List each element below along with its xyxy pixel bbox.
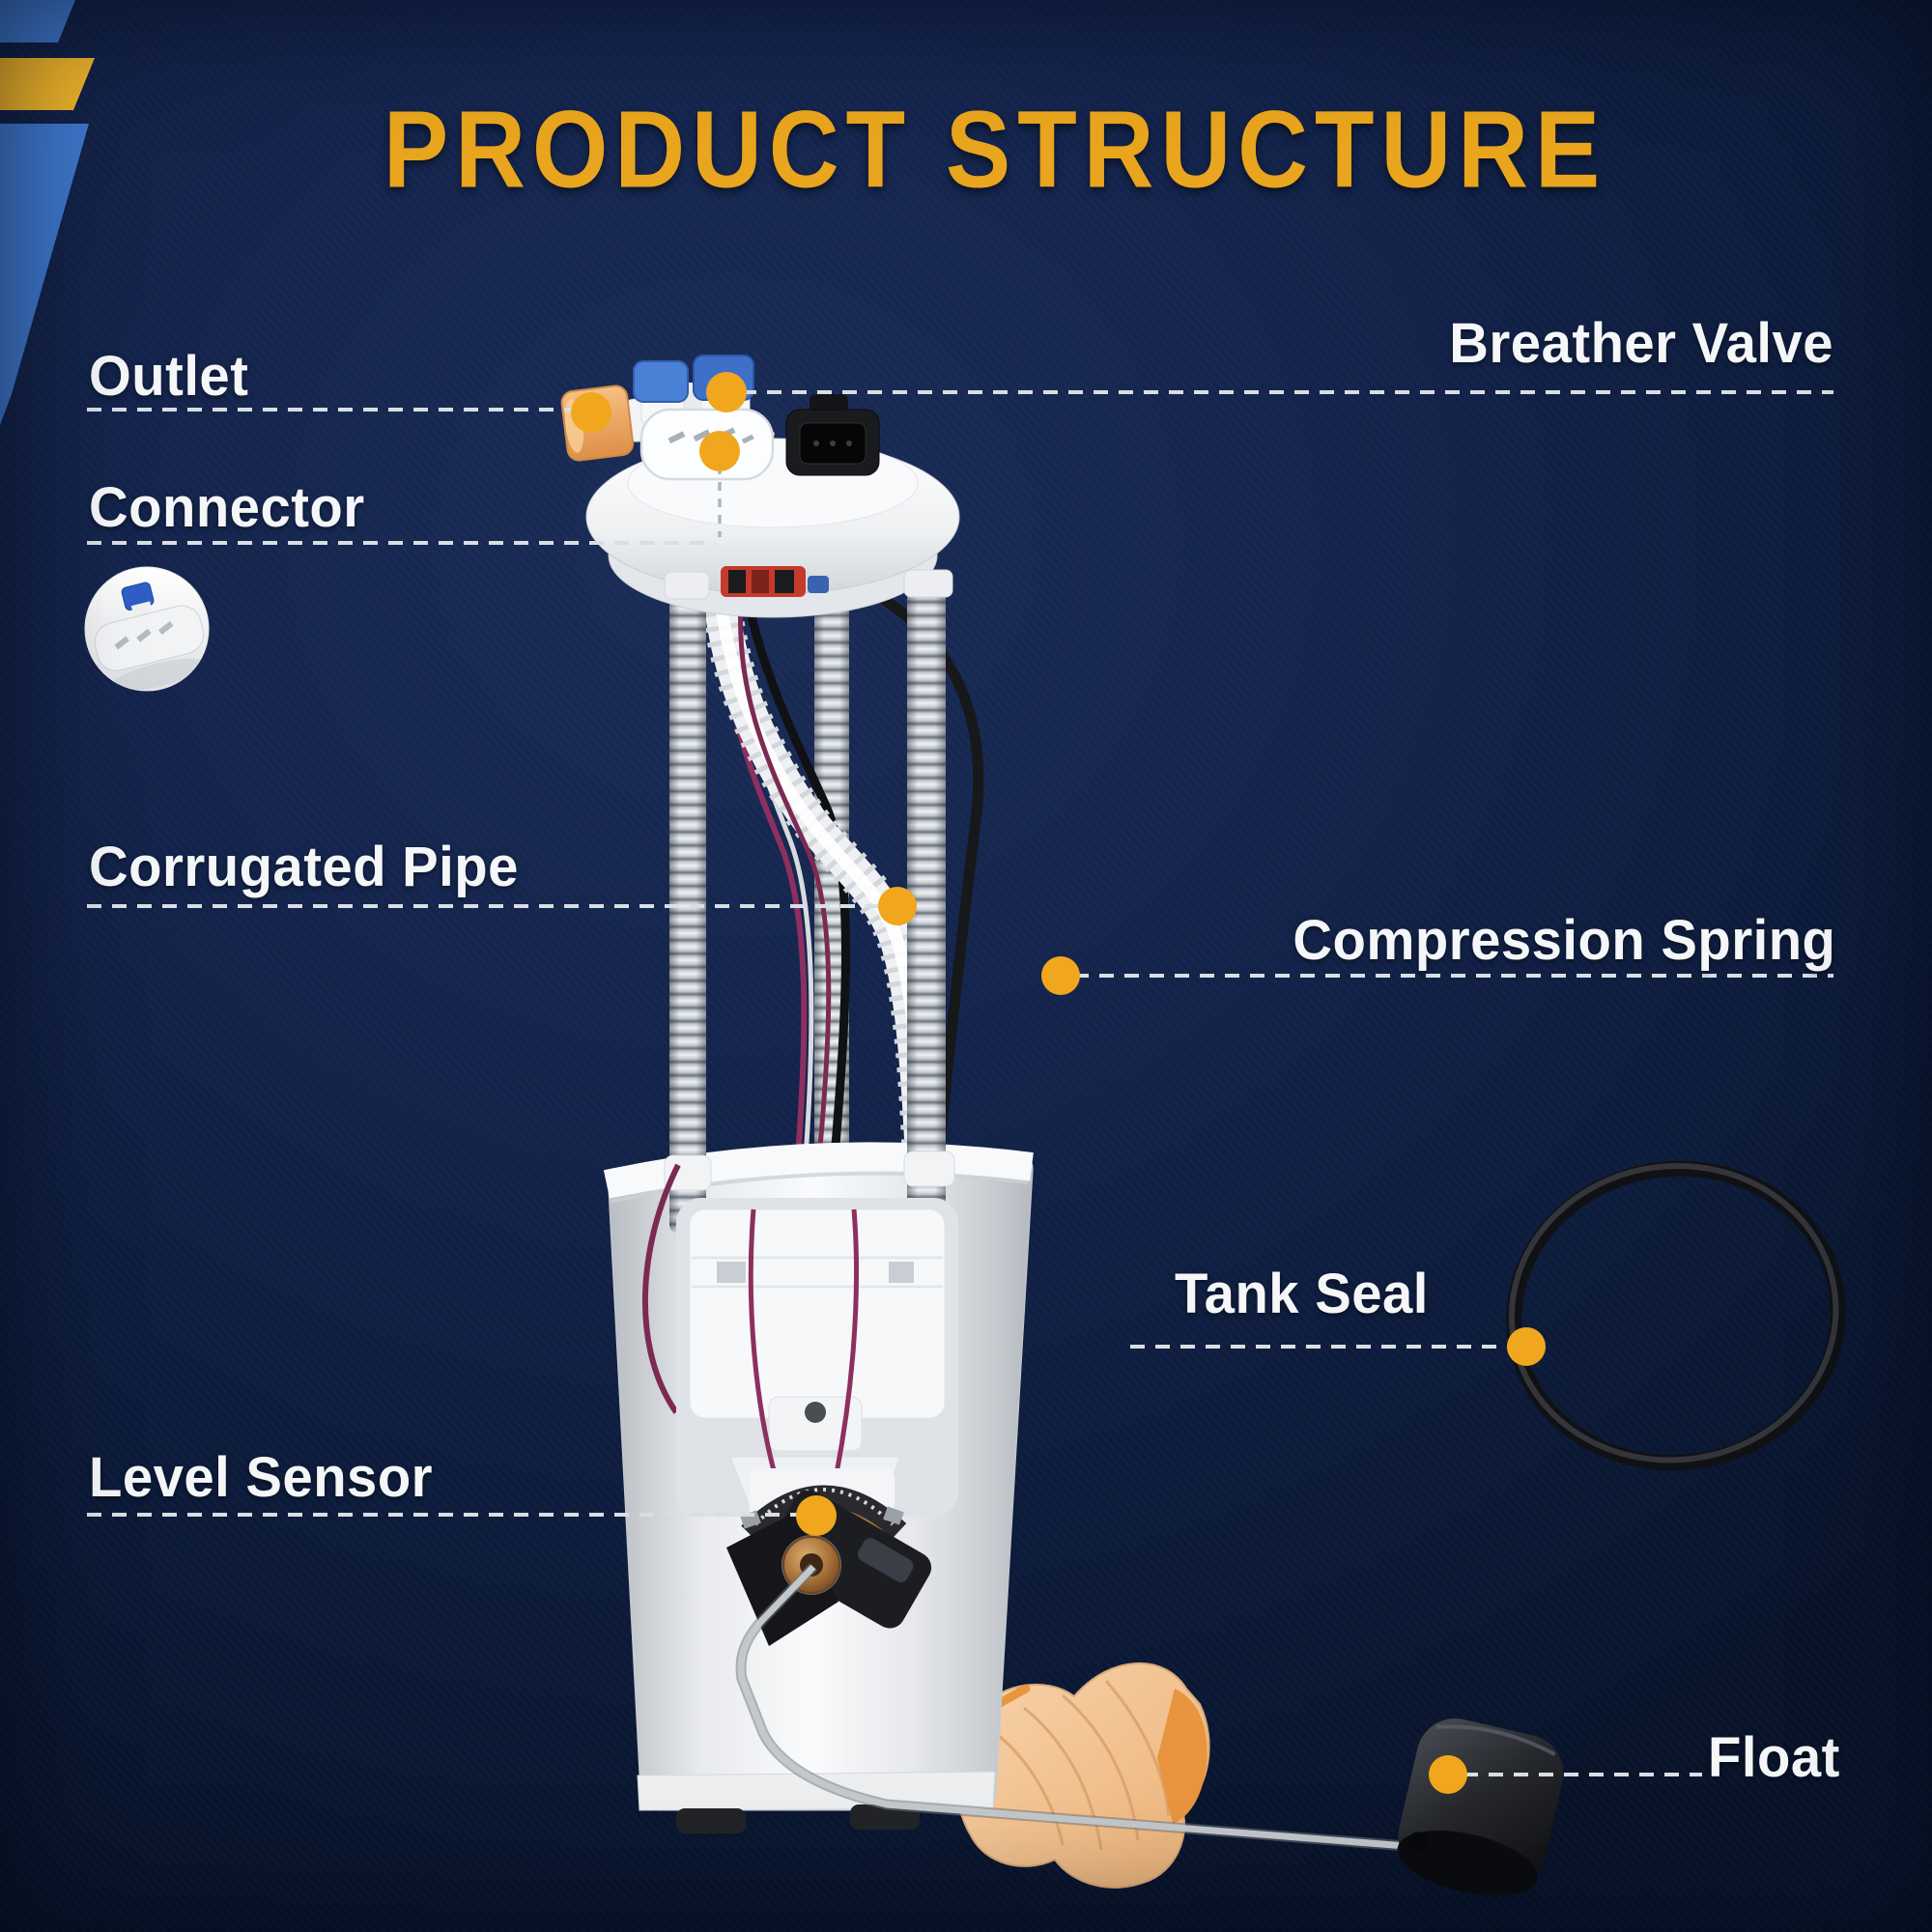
reservoir-foot [676, 1808, 746, 1833]
corrugated-pipe-label: Corrugated Pipe [89, 836, 519, 898]
decor-corner-shapes [0, 0, 95, 425]
support-spring-left [669, 580, 706, 1233]
level-sensor-marker-dot [796, 1495, 837, 1536]
support-spring-right [907, 580, 946, 1244]
breather-valve-label: Breather Valve [1449, 312, 1833, 375]
float-arm [735, 1563, 1419, 1853]
rod-boss [903, 569, 953, 598]
strainer-orange-cap [1157, 1689, 1208, 1824]
connector-inset-photo [84, 566, 210, 692]
breather-valve-marker-dot [706, 372, 747, 412]
reservoir-rim [603, 1142, 1034, 1199]
rim-notch-tab [903, 1151, 955, 1187]
page-title: PRODUCT STRUCTURE [383, 88, 1607, 211]
rod-boss [664, 571, 710, 600]
compression-spring-marker-dot [1041, 956, 1080, 995]
electrical-connector [785, 394, 880, 476]
connector-label: Connector [89, 476, 365, 539]
tank-seal-label: Tank Seal [1175, 1263, 1429, 1325]
flange-assembly [560, 355, 960, 618]
decor-blue-wedge [0, 124, 89, 425]
leader-lines [87, 390, 1833, 1776]
outlet-label: Outlet [89, 345, 249, 408]
outlet-marker-dot [571, 392, 611, 433]
marker-dots [571, 372, 1546, 1794]
level-sensor-label: Level Sensor [89, 1446, 434, 1509]
float [1397, 1718, 1564, 1896]
decor-blue-stripe [0, 0, 75, 43]
connector-marker-dot [699, 431, 740, 471]
tank-seal-marker-dot [1507, 1327, 1546, 1366]
sensor-wire-purple [738, 588, 832, 1158]
corrugated-pipe-marker-dot [878, 887, 917, 925]
hex-screw [805, 1402, 826, 1423]
compression-spring-label: Compression Spring [1292, 909, 1835, 972]
purple-wire-loop [641, 1163, 681, 1414]
decor-yellow-stripe [0, 58, 95, 110]
float-label: Float [1708, 1726, 1840, 1789]
float-marker-dot [1429, 1755, 1467, 1794]
pump-sub-connector [721, 566, 829, 597]
tank-seal-oring [1506, 1160, 1846, 1471]
